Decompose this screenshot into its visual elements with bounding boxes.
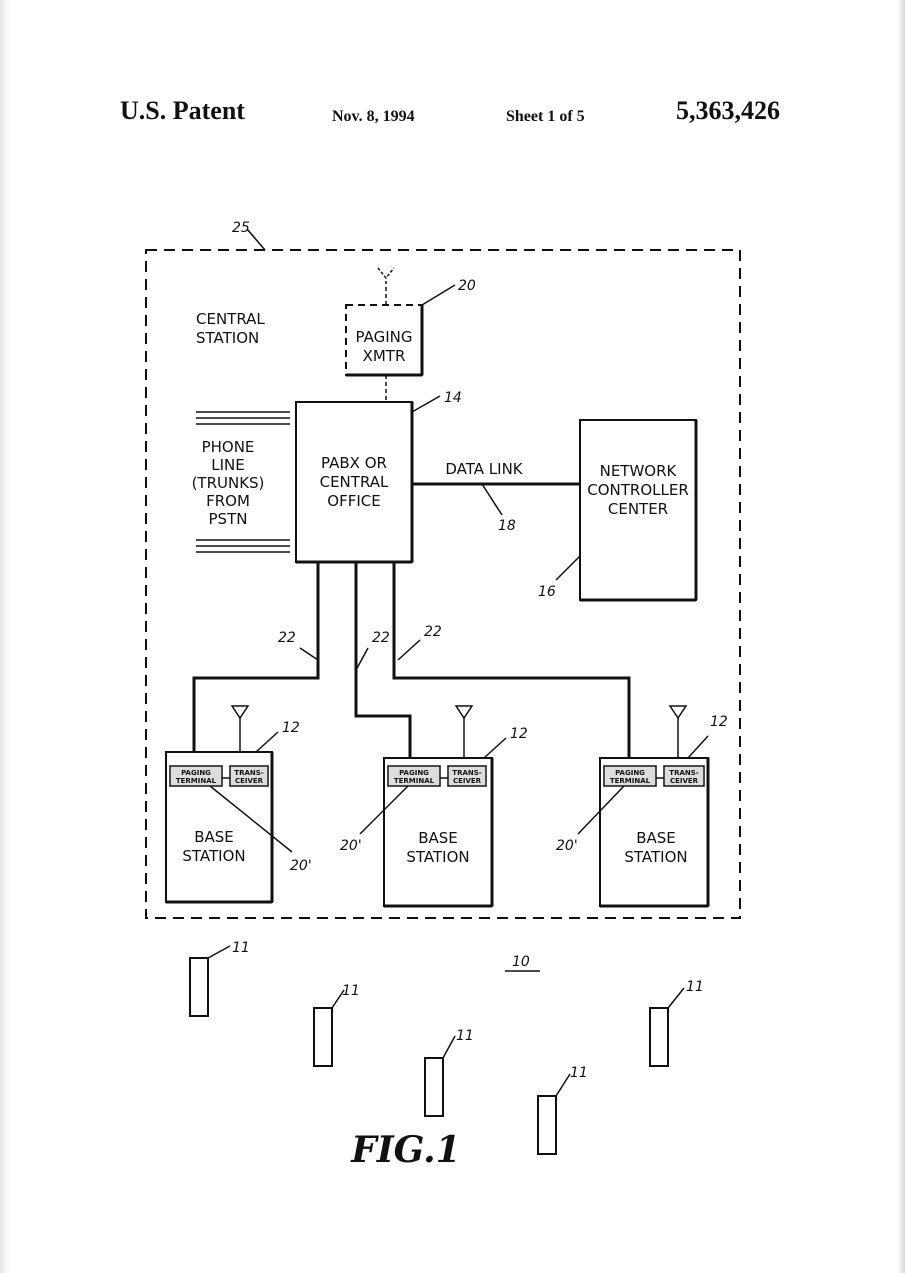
leader-12-1 <box>256 732 278 752</box>
phone-line-label-line4: FROM <box>206 492 250 510</box>
ref-22-right: 22 <box>424 624 442 640</box>
transceiver-2-line2: CEIVER <box>453 777 482 785</box>
paging-xmtr-label-line1: PAGING <box>356 328 413 346</box>
figure-label: FIG.1 <box>350 1129 460 1171</box>
ref-18: 18 <box>498 518 516 534</box>
transceiver-3-line1: TRANS- <box>669 769 698 777</box>
pager-4 <box>538 1096 556 1154</box>
base-station-1-line2: STATION <box>182 847 245 865</box>
paging-xmtr-label-line2: XMTR <box>363 347 406 365</box>
base-station-2-line1: BASE <box>418 829 458 847</box>
antenna-icon <box>378 268 394 278</box>
paging-terminal-3-line1: PAGING <box>615 769 645 777</box>
transceiver-3-line2: CEIVER <box>670 777 699 785</box>
ref-11-4: 11 <box>570 1065 588 1081</box>
data-link-label: DATA LINK <box>445 460 523 478</box>
pager-3 <box>425 1058 443 1116</box>
pabx-label-line1: PABX OR <box>321 454 387 472</box>
central-station-label-line1: CENTRAL <box>196 310 265 328</box>
ref-10: 10 <box>512 954 530 970</box>
ref-12-1: 12 <box>282 720 300 736</box>
phone-line-label-line2: LINE <box>211 456 244 474</box>
base-station-3-line1: BASE <box>636 829 676 847</box>
network-controller-label-line2: CONTROLLER <box>587 481 689 499</box>
ref-12-3: 12 <box>710 714 728 730</box>
ref-16: 16 <box>538 584 556 600</box>
paging-terminal-1-line2: TERMINAL <box>176 777 217 785</box>
paging-terminal-1-line1: PAGING <box>181 769 211 777</box>
ref-11-3: 11 <box>456 1028 474 1044</box>
paging-terminal-3-line2: TERMINAL <box>610 777 651 785</box>
ref-14: 14 <box>444 390 462 406</box>
ref-11-5: 11 <box>686 979 704 995</box>
ref-12-2: 12 <box>510 726 528 742</box>
network-controller-label-line1: NETWORK <box>600 462 678 480</box>
pager-1 <box>190 958 208 1016</box>
ref-25: 25 <box>232 220 250 236</box>
antenna-icon <box>232 706 248 718</box>
ref-20p-1: 20' <box>290 858 312 874</box>
antenna-icon <box>670 706 686 718</box>
central-station-label-line2: STATION <box>196 329 259 347</box>
network-controller-label-line3: CENTER <box>608 500 668 518</box>
ref-22-middle: 22 <box>372 630 390 646</box>
leader-14 <box>412 396 440 412</box>
link-22-middle <box>356 562 410 758</box>
phone-line-label-line3: (TRUNKS) <box>192 474 265 492</box>
ref-11-2: 11 <box>342 983 360 999</box>
phone-line-label-line1: PHONE <box>202 438 255 456</box>
pager-5 <box>650 1008 668 1066</box>
leader-20 <box>422 285 455 305</box>
ref-20p-2: 20' <box>340 838 362 854</box>
pager-2 <box>314 1008 332 1066</box>
leader-12-2 <box>484 738 506 758</box>
ref-20: 20 <box>458 278 476 294</box>
leader-18 <box>482 484 502 515</box>
ref-20p-3: 20' <box>556 838 578 854</box>
paging-terminal-2-line2: TERMINAL <box>394 777 435 785</box>
ref-22-left: 22 <box>278 630 296 646</box>
base-station-3-line2: STATION <box>624 848 687 866</box>
pabx-label-line2: CENTRAL <box>320 473 389 491</box>
leader-16 <box>556 556 580 580</box>
transceiver-1-line1: TRANS- <box>234 769 263 777</box>
phone-line-label-line5: PSTN <box>209 510 248 528</box>
base-station-2-line2: STATION <box>406 848 469 866</box>
central-station-boundary <box>146 250 740 918</box>
ref-11-1: 11 <box>232 940 250 956</box>
transceiver-2-line1: TRANS- <box>452 769 481 777</box>
leader-12-3 <box>688 736 708 758</box>
pabx-label-line3: OFFICE <box>327 492 380 510</box>
paging-terminal-2-line1: PAGING <box>399 769 429 777</box>
antenna-icon <box>456 706 472 718</box>
transceiver-1-line2: CEIVER <box>235 777 264 785</box>
base-station-1-line1: BASE <box>194 828 234 846</box>
